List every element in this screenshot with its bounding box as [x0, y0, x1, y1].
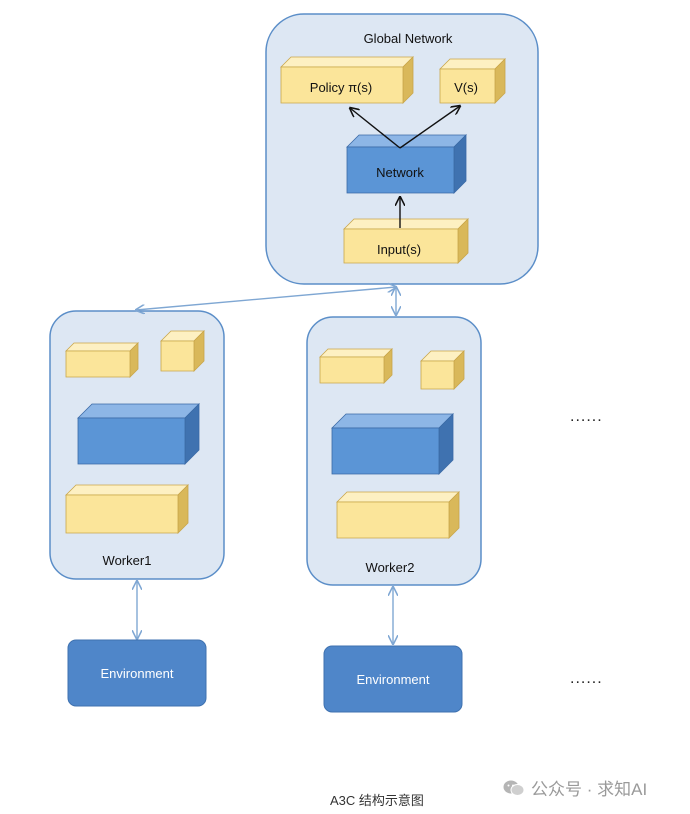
arrow-network-to-policy: [350, 108, 401, 149]
environment1-box: Environment: [67, 639, 207, 707]
worker1-network-box: [77, 403, 200, 465]
environment2-label: Environment: [357, 672, 430, 687]
watermark: 公众号 · 求知AI: [503, 775, 647, 800]
worker1-label: Worker1: [103, 553, 152, 568]
diagram-caption: A3C 结构示意图: [330, 793, 424, 808]
wechat-icon: [503, 780, 525, 796]
worker2-input-box: [336, 491, 460, 539]
worker2-value-box: [420, 350, 465, 390]
connector-global-worker1: [136, 287, 396, 310]
network-box: [346, 134, 467, 194]
policy-box: [280, 56, 414, 104]
worker1-policy-box: [65, 342, 139, 378]
environment2-box: Environment: [323, 645, 463, 713]
value-box: [439, 58, 506, 104]
worker2-network-box: [331, 413, 454, 475]
more-workers-ellipsis: ......: [570, 408, 603, 425]
worker2-policy-box: [319, 348, 393, 384]
policy-label: Policy π(s): [310, 80, 372, 95]
worker1-input-box: [65, 484, 189, 534]
environment1-label: Environment: [101, 666, 174, 681]
value-label: V(s): [454, 80, 478, 95]
input-box: [343, 218, 469, 264]
more-environments-ellipsis: ......: [570, 670, 603, 687]
arrow-network-to-value: [399, 106, 460, 149]
global-network-title: Global Network: [364, 31, 453, 46]
watermark-text: 公众号 · 求知AI: [531, 780, 648, 799]
input-label: Input(s): [377, 242, 421, 257]
worker2-label: Worker2: [366, 560, 415, 575]
worker1-value-box: [160, 330, 205, 372]
network-label: Network: [376, 165, 424, 180]
